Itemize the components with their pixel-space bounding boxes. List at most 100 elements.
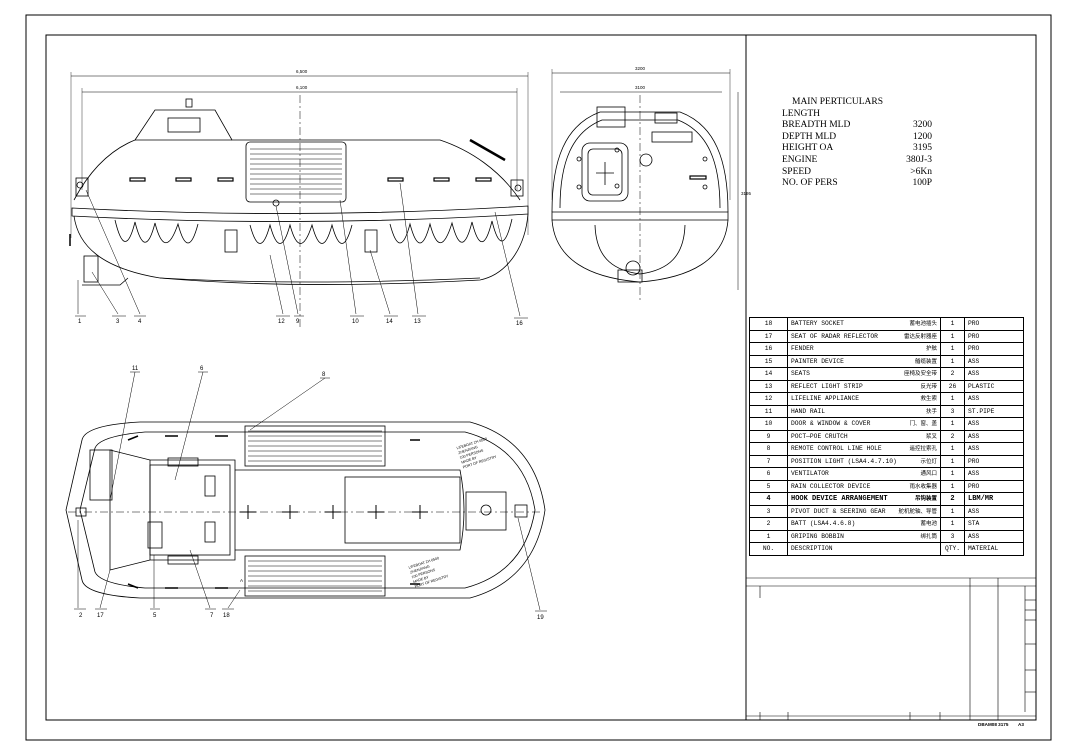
- callout-11: 11: [132, 366, 139, 372]
- hull-note-port: LIFEBOAT ZH 6500 ZHENJIANG 100 PERSONS M…: [408, 556, 449, 589]
- bom-qty: 1: [940, 517, 965, 531]
- callout-12: 12: [278, 319, 285, 325]
- callout-13: 13: [414, 319, 421, 325]
- bom-description: SEAT OF RADAR REFLECTOR 雷达反射器座: [787, 329, 941, 343]
- bom-qty: 1: [940, 354, 965, 368]
- bom-material: ASS: [964, 429, 1024, 443]
- bom-description-cn: 舵机舵轴、导管: [898, 507, 937, 515]
- dim-front-inner: 3100: [635, 85, 646, 90]
- callout-4: 4: [138, 319, 142, 325]
- front-hatch: [581, 142, 629, 202]
- particular-key: HEIGHT OA: [782, 143, 834, 154]
- bom-description-en: PAINTER DEVICE: [791, 357, 844, 365]
- bom-qty: 1: [940, 417, 965, 431]
- bom-description-en: SEAT OF RADAR REFLECTOR: [791, 332, 878, 340]
- bom-no: 6: [749, 467, 788, 481]
- hull-note-port-line-3: 100 PERSONS: [411, 568, 436, 580]
- bom-qty: 1: [940, 479, 965, 493]
- callout-8: 8: [322, 372, 326, 378]
- bom-material: PRO: [964, 317, 1024, 331]
- particular-value: >6Kn: [910, 166, 932, 177]
- particulars-title: MAIN PERTICULARS: [792, 97, 884, 107]
- particular-row: SPEED>6Kn: [782, 167, 932, 179]
- bom-description-en: FENDER: [791, 345, 814, 353]
- bom-header-description: DESCRIPTION: [787, 542, 941, 556]
- bom-description-cn: 雨水收集器: [909, 482, 937, 490]
- particular-value: 100P: [912, 178, 932, 189]
- seat-fwd: [364, 229, 378, 253]
- bom-description-en: HAND RAIL: [791, 407, 826, 415]
- plan-grille-top: [244, 425, 386, 467]
- outer-frame: [25, 14, 1052, 741]
- plan-fwd-hatch: [465, 491, 507, 531]
- callout-5: 5: [153, 613, 157, 619]
- bom-material: PRO: [964, 342, 1024, 356]
- callout-3: 3: [116, 319, 120, 325]
- bom-no: 1: [749, 529, 788, 543]
- rudder: [83, 255, 99, 283]
- aft-hook: [75, 177, 89, 197]
- reflect-strips: [129, 177, 492, 182]
- bom-material: ASS: [964, 504, 1024, 518]
- drawing-number: DBAM08 3175: [978, 722, 1009, 727]
- hull-note-port-line-4: MADE BY: [413, 575, 430, 584]
- plan-cabin: [109, 449, 236, 571]
- bom-qty: 3: [940, 529, 965, 543]
- particular-value: 380J-3: [906, 154, 932, 165]
- bom-no: 5: [749, 479, 788, 493]
- side-callout-leaders: [75, 182, 528, 319]
- dim-front-overall: 3200: [635, 66, 646, 71]
- bom-no: 9: [749, 429, 788, 443]
- bom-description-cn: 雷达反射器座: [903, 332, 937, 340]
- bom-description-cn: 艏缆装置: [914, 357, 937, 365]
- bom-qty: 1: [940, 392, 965, 406]
- side-callouts: 1 3 4 12 9 10 14 13 16: [78, 319, 523, 327]
- bom-description-cn: 吊钩装置: [914, 495, 937, 502]
- bom-no: 18: [749, 317, 788, 331]
- bom-description-en: BATTERY SOCKET: [791, 320, 844, 328]
- bom-qty: 2: [940, 429, 965, 443]
- bom-no: 13: [749, 379, 788, 393]
- plan-callout-leaders: [74, 371, 547, 612]
- bom-description: POSITION LIGHT (LSA4.4.7.10)示位灯: [787, 454, 941, 468]
- bom-qty: 1: [940, 342, 965, 356]
- bom-material: ST.PIPE: [964, 404, 1024, 418]
- bom-material: ASS: [964, 442, 1024, 456]
- side-elevation-view: [69, 72, 529, 330]
- canopy-profile: [73, 109, 521, 201]
- dim-side-inner: 6,100: [296, 85, 308, 90]
- bom-no: 2: [749, 517, 788, 531]
- bom-description-cn: 护舷: [925, 345, 937, 352]
- bom-description-en: RAIN COLLECTOR DEVICE: [791, 482, 871, 490]
- crutch: [272, 199, 280, 207]
- bom-no: 4: [749, 492, 788, 506]
- bom-description-cn: 示位灯: [920, 457, 937, 465]
- bom-description: RAIN COLLECTOR DEVICE 雨水收集器: [787, 479, 941, 493]
- bom-description-cn: 门、窗、盖: [909, 420, 937, 427]
- callout-17: 17: [97, 613, 104, 619]
- callout-1: 1: [78, 319, 82, 325]
- plan-hatch-aft: [147, 521, 163, 549]
- bom-description-en: VENTILATOR: [791, 470, 829, 478]
- plan-grille-bottom: [244, 555, 386, 597]
- bom-qty: 1: [940, 317, 965, 331]
- callout-7: 7: [210, 613, 214, 619]
